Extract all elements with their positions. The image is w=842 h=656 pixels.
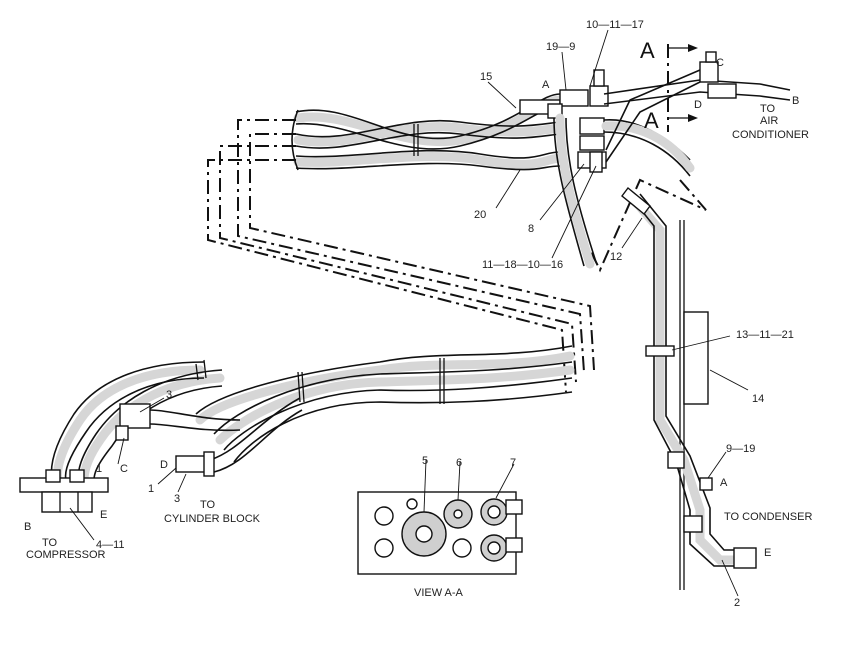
top-fittings-cluster: [519, 51, 791, 345]
condenser-hose: [645, 220, 757, 590]
to-compressor-line-2: COMPRESSOR: [26, 549, 106, 561]
callout-2: 2: [734, 597, 740, 609]
compressor-block: [19, 469, 109, 513]
callout-3-top: 3: [166, 389, 172, 401]
callout-1-c: 1: [96, 463, 102, 475]
view-aa-plate: [357, 491, 523, 575]
leader-lines: [69, 29, 749, 597]
to-cylinder-line-1: TO: [200, 499, 216, 511]
callout-14: 14: [752, 393, 764, 405]
lower-hose-bundle: [50, 345, 575, 485]
letter-c-top: C: [716, 57, 724, 69]
letter-b-left: B: [24, 521, 31, 533]
callout-20: 20: [474, 209, 486, 221]
callout-13-11-21: 13—11—21: [736, 329, 794, 341]
letter-d-left: D: [160, 459, 168, 471]
section-a-marker: A A: [640, 38, 698, 133]
callout-5: 5: [422, 455, 428, 467]
callout-7: 7: [510, 457, 516, 469]
callout-11-18-10-16: 11—18—10—16: [482, 259, 563, 271]
letter-b-top: B: [792, 95, 799, 107]
section-a-bottom-letter: A: [644, 108, 659, 133]
callout-8: 8: [528, 223, 534, 235]
callout-1-d: 1: [148, 483, 154, 495]
callout-10-11-17: 10—11—17: [586, 19, 644, 31]
callout-15: 15: [480, 71, 492, 83]
callouts: 10—11—17 19—9 15 20 8 11—18—10—16 12 13—…: [24, 19, 812, 609]
letter-c-left: C: [120, 463, 128, 475]
callout-19-9: 19—9: [546, 41, 575, 53]
callout-6: 6: [456, 457, 462, 469]
to-air-line-1: TO: [760, 103, 776, 115]
to-air-line-3: CONDITIONER: [732, 129, 809, 141]
callout-4-11: 4—11: [96, 539, 125, 551]
view-aa-label: VIEW A-A: [414, 587, 464, 599]
to-compressor-line-1: TO: [42, 537, 58, 549]
letter-e-right: E: [764, 547, 771, 559]
letter-a-right: A: [720, 477, 728, 489]
letter-a-top: A: [542, 79, 550, 91]
to-condenser-label: TO CONDENSER: [724, 511, 812, 523]
letter-e-left: E: [100, 509, 107, 521]
callout-3-bottom: 3: [174, 493, 180, 505]
to-air-line-2: AIR: [760, 115, 778, 127]
to-cylinder-line-2: CYLINDER BLOCK: [164, 513, 261, 525]
section-a-top-letter: A: [640, 38, 655, 63]
letter-d-top: D: [694, 99, 702, 111]
callout-12: 12: [610, 251, 622, 263]
dashed-routing-path: [207, 119, 595, 393]
callout-9-19: 9—19: [726, 443, 755, 455]
